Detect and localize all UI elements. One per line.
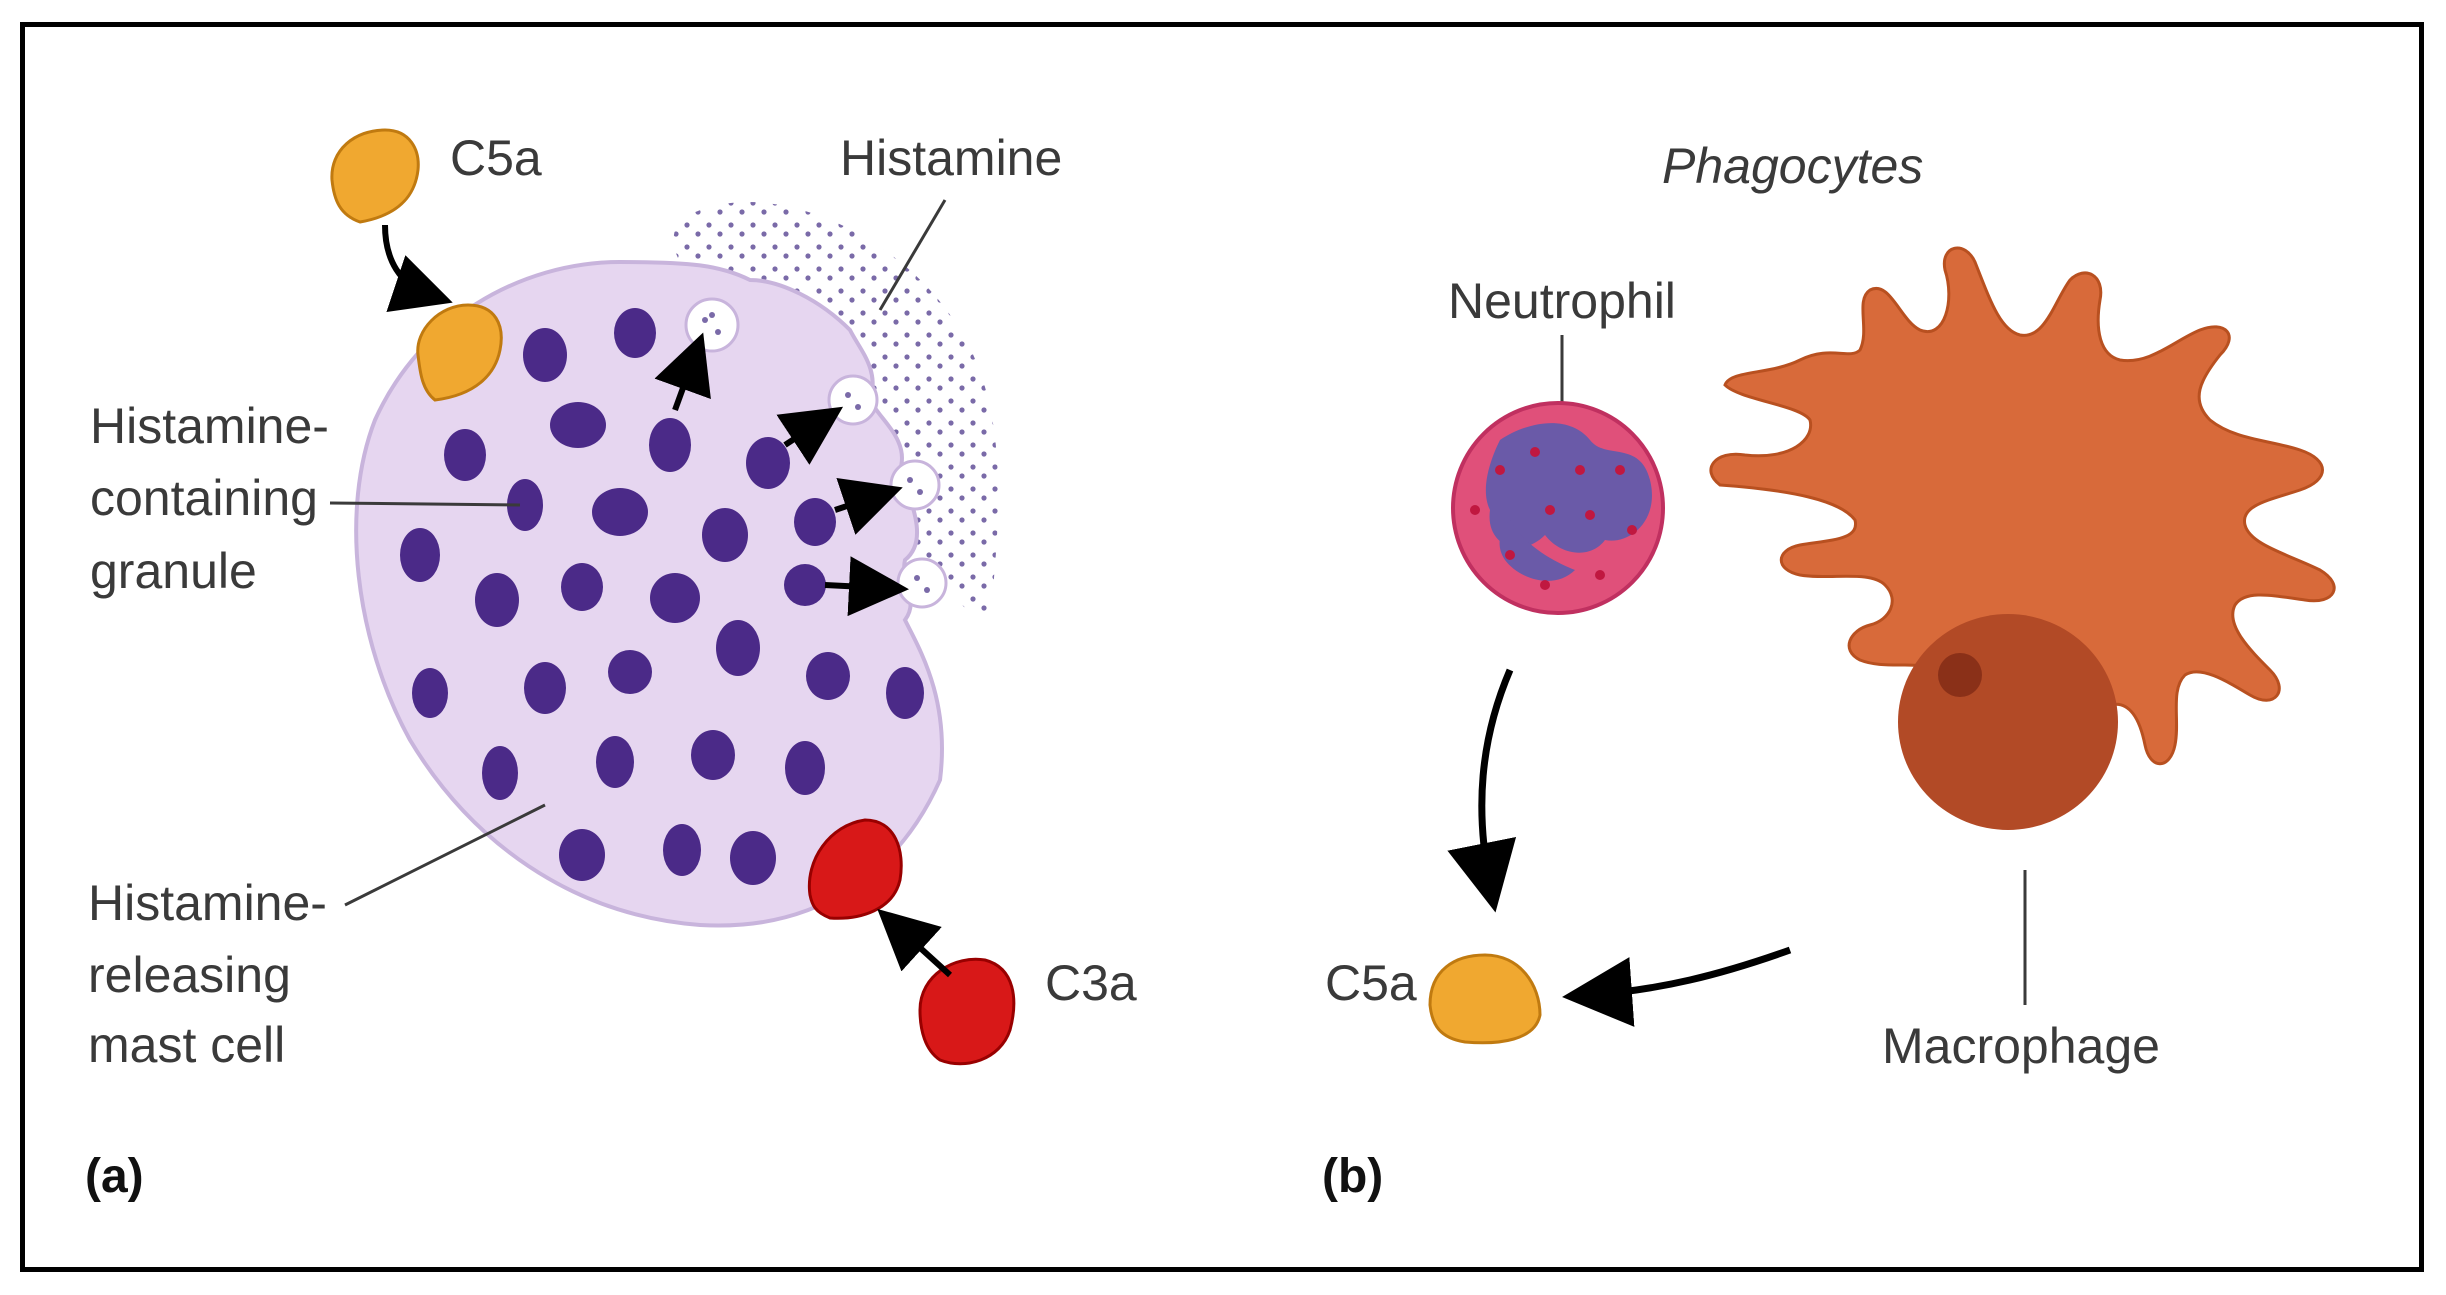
c5a-label-a: C5a — [450, 130, 542, 186]
granule-label-line1: Histamine- — [90, 398, 329, 454]
macrophage-cell — [1709, 246, 2336, 830]
c5a-binding-arrow — [382, 224, 453, 313]
mast-cell-label-line1: Histamine- — [88, 875, 327, 931]
c5a-molecule-bound — [416, 303, 503, 402]
granules — [400, 308, 924, 885]
c3a-molecule-bound — [807, 818, 903, 920]
panel-b-tag: (b) — [1322, 1150, 1383, 1203]
neutrophil-to-c5a-arrow — [1447, 668, 1517, 913]
c3a-molecule-free — [918, 957, 1016, 1066]
granule-label-line3: granule — [90, 543, 257, 599]
histamine-label: Histamine — [840, 130, 1062, 186]
granule-leader — [329, 501, 521, 507]
neutrophil-cell — [1451, 401, 1665, 615]
c5a-molecule-free — [330, 128, 420, 224]
macrophage-label: Macrophage — [1882, 1018, 2160, 1074]
mast-cell-leader — [344, 803, 546, 907]
phagocytes-label: Phagocytes — [1662, 138, 1923, 194]
exocytosis-pockets — [684, 297, 948, 609]
mast-cell-label-line3: mast cell — [88, 1017, 285, 1073]
panel-a-tag: (a) — [85, 1150, 144, 1203]
neutrophil-label: Neutrophil — [1448, 273, 1676, 329]
mast-cell-label-line2: releasing — [88, 947, 291, 1003]
c5a-molecule-b — [1428, 953, 1542, 1045]
histamine-leader — [878, 199, 947, 311]
macrophage-to-c5a-arrow — [1562, 946, 1792, 1027]
c3a-label: C3a — [1045, 955, 1137, 1011]
granule-label-line2: containing — [90, 470, 318, 526]
c5a-label-b: C5a — [1325, 955, 1417, 1011]
release-arrows — [654, 332, 909, 617]
c3a-binding-arrow — [877, 908, 953, 978]
